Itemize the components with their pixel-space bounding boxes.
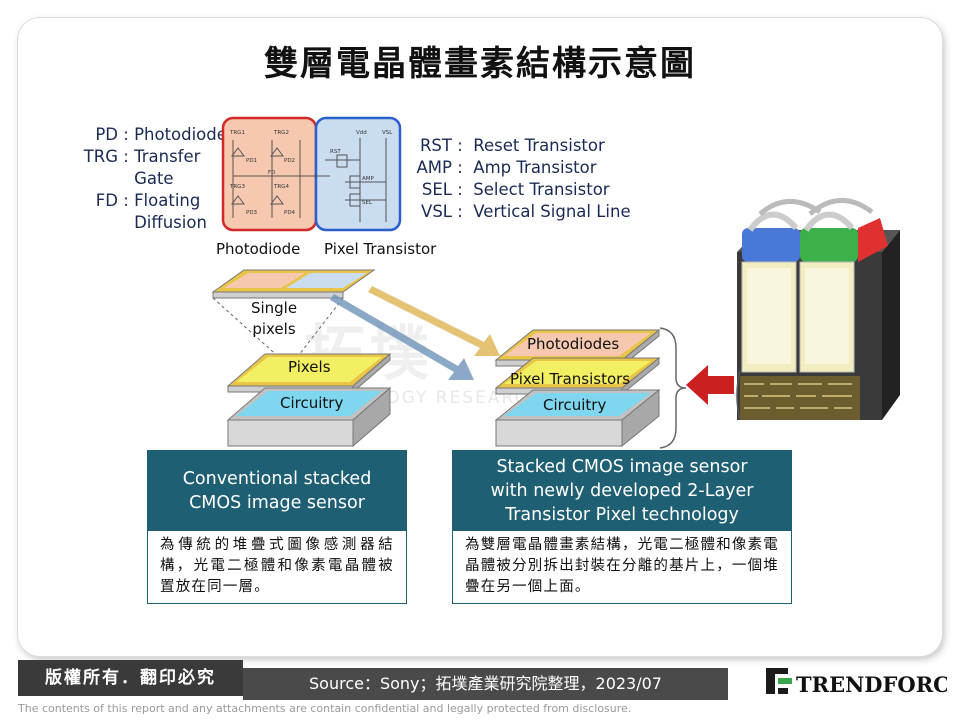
legend-key: PD — [95, 125, 118, 144]
copyright-banner: 版權所有．翻印必究 — [18, 660, 243, 696]
legend-key: AMP — [416, 158, 452, 177]
caption-head: Conventional stacked CMOS image sensor — [148, 451, 406, 531]
two-layer-stack — [494, 328, 661, 448]
new-circuitry-layer-label: Circuitry — [543, 396, 607, 414]
photodiodes-layer-label: Photodiodes — [527, 335, 620, 353]
label-trg3: TRG3 — [229, 184, 245, 190]
legend-value: Reset Transistor — [473, 136, 605, 155]
label-trg1: TRG1 — [229, 130, 245, 136]
pixels-layer-label: Pixels — [288, 358, 331, 376]
label-pd3: PD3 — [246, 210, 258, 216]
conventional-stack — [226, 352, 392, 448]
source-banner: Source：Sony；拓墣產業研究院整理，2023/07 — [243, 668, 728, 700]
legend-key: FD — [95, 191, 118, 210]
pixel-transistor-label: Pixel Transistor — [324, 240, 437, 258]
label-vdd: Vdd — [356, 130, 367, 136]
disclaimer: The contents of this report and any atta… — [18, 702, 632, 715]
photodiode-label: Photodiode — [216, 240, 301, 258]
single-pixel-tile — [211, 269, 376, 299]
label-amp: AMP — [362, 176, 375, 182]
caption-body: 為傳統的堆疊式圖像感測器結構，光電二極體和像素電晶體被置放在同一層。 — [160, 537, 394, 595]
label-pd1: PD1 — [246, 158, 257, 164]
legend-item-sel: SEL : Select Transistor — [400, 179, 631, 201]
legend-value: Select Transistor — [473, 180, 610, 199]
caption-body: 為雙層電晶體畫素結構，光電二極體和像素電晶體被分別拆出封裝在分離的基片上，一個堆… — [465, 537, 779, 595]
transition-arrows — [330, 286, 500, 380]
legend-item-amp: AMP : Amp Transistor — [400, 157, 631, 179]
circuit-schematic: TRG1 TRG2 TRG3 TRG4 PD1 PD2 PD3 PD4 FD R… — [221, 116, 402, 232]
legend-left: PD : Photodiode TRG : Transfer Gate FD :… — [60, 124, 227, 234]
transistor-region — [314, 116, 402, 232]
caption-conventional: Conventional stacked CMOS image sensor 為… — [147, 450, 407, 604]
label-fd: FD — [268, 170, 275, 176]
legend-value: Floating Diffusion — [134, 191, 207, 232]
label-pd4: PD4 — [284, 210, 296, 216]
legend-item-trg: TRG : Transfer Gate — [60, 146, 227, 190]
legend-value: Photodiode — [134, 125, 227, 144]
label-sel: SEL — [362, 200, 373, 206]
legend-value: Amp Transistor — [473, 158, 597, 177]
label-pd2: PD2 — [284, 158, 295, 164]
legend-item-pd: PD : Photodiode — [60, 124, 227, 146]
legend-key: SEL — [421, 180, 452, 199]
label-trg4: TRG4 — [273, 184, 289, 190]
legend-item-vsl: VSL : Vertical Signal Line — [400, 201, 631, 223]
logo-text: TRENDFORCE — [796, 672, 947, 697]
pixel-structure-diagram: TRG1 TRG2 TRG3 TRG4 PD1 PD2 PD3 PD4 FD R… — [211, 116, 900, 449]
label-rst: RST — [330, 149, 341, 155]
legend-value: Vertical Signal Line — [473, 202, 631, 221]
legend-key: RST — [419, 136, 452, 155]
legend-item-rst: RST : Reset Transistor — [400, 135, 631, 157]
legend-right: RST : Reset Transistor AMP : Amp Transis… — [400, 135, 631, 223]
legend-value: Transfer Gate — [134, 147, 201, 188]
label-vsl: VSL — [382, 130, 393, 136]
pixel-transistors-layer-label: Pixel Transistors — [510, 370, 631, 388]
caption-head: Stacked CMOS image sensor with newly dev… — [453, 451, 791, 531]
page-title: 雙層電晶體畫素結構示意圖 — [264, 44, 696, 84]
trendforce-logo: TRENDFORCE — [762, 660, 960, 700]
brace — [659, 327, 687, 449]
legend-key: TRG — [83, 147, 118, 166]
circuitry-layer-label: Circuitry — [280, 394, 344, 412]
single-pixels-label: Single pixels — [250, 299, 298, 338]
caption-two-layer: Stacked CMOS image sensor with newly dev… — [452, 450, 792, 604]
label-trg2: TRG2 — [273, 130, 289, 136]
circuit-wires — [231, 138, 387, 222]
trendforce-logo-icon: TRENDFORCE — [766, 668, 960, 697]
legend-item-fd: FD : Floating Diffusion — [60, 190, 227, 234]
red-arrow-icon — [686, 365, 734, 405]
sensor-illustration — [736, 198, 900, 421]
legend-key: VSL — [421, 202, 452, 221]
guide-lines — [212, 297, 344, 361]
